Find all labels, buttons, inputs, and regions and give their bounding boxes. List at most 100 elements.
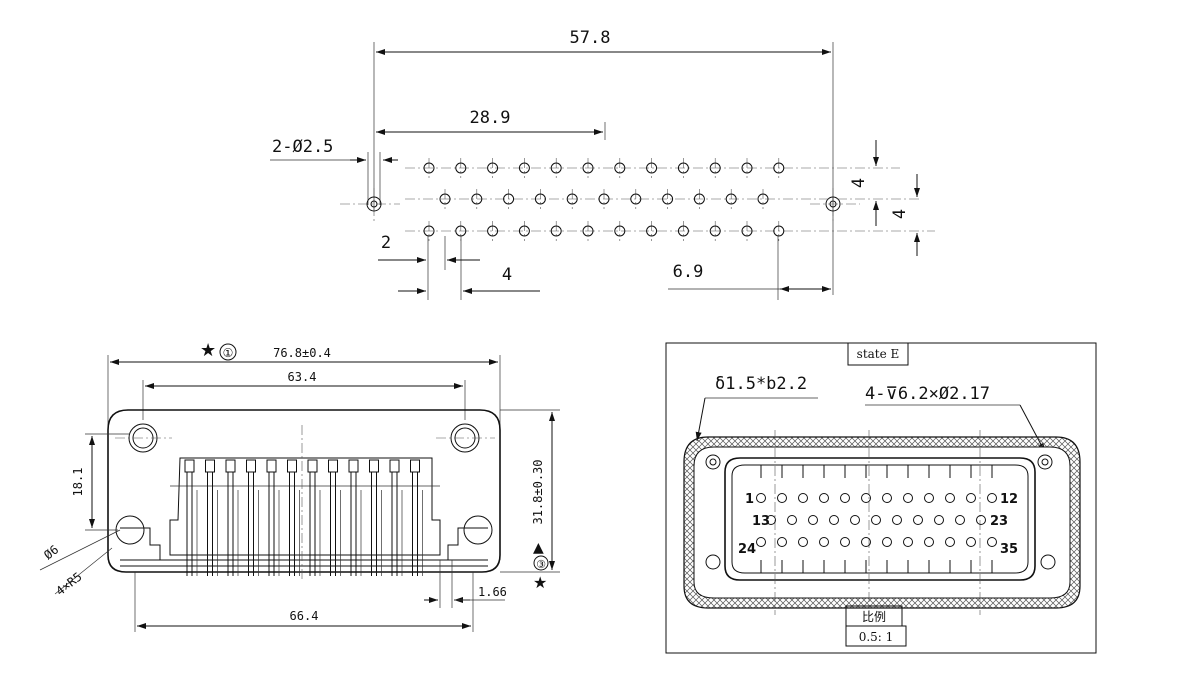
face-pin-contact: [882, 537, 892, 547]
face-pin-contact: [871, 515, 881, 525]
side-pin-head: [246, 459, 256, 473]
housing-outline: [107, 409, 501, 573]
side-hole-right: [436, 423, 495, 453]
dim-overall-text: 57.8: [570, 28, 611, 48]
face-pin-contact: [924, 537, 934, 547]
dim-hole-dia-text: Ø6: [41, 542, 61, 562]
note-right: 4-⊽6.2×Ø2.17: [865, 384, 990, 404]
top-pin-hole: [693, 193, 705, 205]
dim-holes-text: 2-Ø2.5: [272, 137, 333, 157]
top-pin-hole: [598, 193, 610, 205]
top-pin-hole: [614, 225, 626, 237]
top-pin-hole: [773, 162, 785, 174]
top-pin-hole: [423, 225, 435, 237]
side-pin-head: [266, 459, 277, 473]
top-pin-hole: [741, 162, 753, 174]
top-pin-hole: [614, 162, 626, 174]
face-pin-contact: [892, 515, 902, 525]
top-view: 57.8 28.9 2-Ø2.5: [270, 28, 935, 300]
top-pin-hole: [487, 162, 499, 174]
dim-holes-span-text: 63.4: [288, 370, 317, 384]
face-pin-contact: [829, 515, 839, 525]
face-pin-contact: [840, 537, 850, 547]
dim-row-offset-text: 2: [381, 233, 391, 253]
top-pin-hole: [439, 193, 451, 205]
note-left: δ1.5*b2.2: [715, 374, 807, 394]
pin-label-1: 1: [745, 492, 754, 507]
side-pin-head: [287, 459, 297, 473]
top-pin-hole: [423, 162, 435, 174]
top-pin-hole: [662, 193, 674, 205]
side-pin-head: [184, 459, 195, 473]
mount-hole-right: [810, 188, 860, 222]
face-pin-contact: [966, 493, 976, 503]
mount-hole-left: [340, 188, 400, 222]
top-pin-hole: [757, 193, 769, 205]
top-pin-hole: [518, 162, 530, 174]
top-pin-hole: [709, 162, 721, 174]
dim-bottom-text: 66.4: [290, 609, 319, 623]
face-pin-contact: [882, 493, 892, 503]
side-pin-head: [369, 459, 379, 473]
top-pin-hole: [550, 225, 562, 237]
face-pin-contact: [798, 537, 808, 547]
face-pin-contact: [913, 515, 923, 525]
face-pin-contact: [777, 537, 787, 547]
face-pin-contact: [819, 537, 829, 547]
side-pin-head: [205, 459, 215, 473]
scale-value-box: [845, 625, 907, 647]
top-pin-hole: [646, 162, 658, 174]
top-pin-hole: [677, 162, 689, 174]
dim-row-spacing-2-text: 4: [890, 209, 910, 219]
pin-label-13: 13: [752, 514, 770, 529]
side-hole-bottom-left: [115, 515, 161, 560]
top-pin-hole: [534, 193, 546, 205]
face-pin-contact: [808, 515, 818, 525]
pin-label-35: 35: [1000, 542, 1018, 557]
face-pin-contact: [787, 515, 797, 525]
top-pin-hole: [677, 225, 689, 237]
side-hole-bottom-right: [447, 515, 493, 560]
side-pin-head: [348, 459, 359, 473]
state-label: state E: [857, 347, 900, 361]
dim-width-text: 76.8±0.4: [273, 346, 331, 360]
state-label-box: [847, 342, 909, 366]
triangle-marker-icon: ▲: [533, 540, 544, 556]
side-pin-head: [225, 459, 236, 473]
face-pin-contact: [903, 537, 913, 547]
dim-height-text: 31.8±0.30: [531, 459, 545, 524]
face-pin-contact: [987, 493, 997, 503]
star-marker-bottom: ★: [533, 573, 547, 592]
side-view: ★ ① 76.8±0.4 63.4: [39, 340, 560, 632]
face-hole-br: [1040, 554, 1056, 570]
scale-label: 比例: [862, 610, 886, 624]
dim-edge-text: 6.9: [673, 262, 704, 282]
top-pin-hole: [582, 225, 594, 237]
top-pin-hole: [582, 162, 594, 174]
top-pin-hole: [725, 193, 737, 205]
top-pin-hole: [487, 225, 499, 237]
pin-label-23: 23: [990, 514, 1008, 529]
top-pin-hole: [646, 225, 658, 237]
pin-label-12: 12: [1000, 492, 1018, 507]
face-pin-contact: [945, 493, 955, 503]
face-pin-contact: [861, 493, 871, 503]
face-pin-contact: [819, 493, 829, 503]
face-pin-contact: [766, 515, 776, 525]
top-pin-hole: [773, 225, 785, 237]
top-pin-hole: [741, 225, 753, 237]
face-pin-contact: [987, 537, 997, 547]
dim-flange-text: 1.66: [478, 585, 507, 599]
top-pin-hole: [566, 193, 578, 205]
face-hole-bl: [705, 554, 721, 570]
side-pin-head: [410, 459, 420, 473]
face-pin-contact: [945, 537, 955, 547]
top-pin-hole: [455, 162, 467, 174]
side-pin-head: [389, 459, 400, 473]
face-pin-contact: [756, 537, 766, 547]
top-pin-grid: [423, 158, 785, 241]
dim-row-spacing-1-text: 4: [849, 178, 869, 188]
contact-shell: [724, 457, 1036, 581]
top-pin-hole: [518, 225, 530, 237]
